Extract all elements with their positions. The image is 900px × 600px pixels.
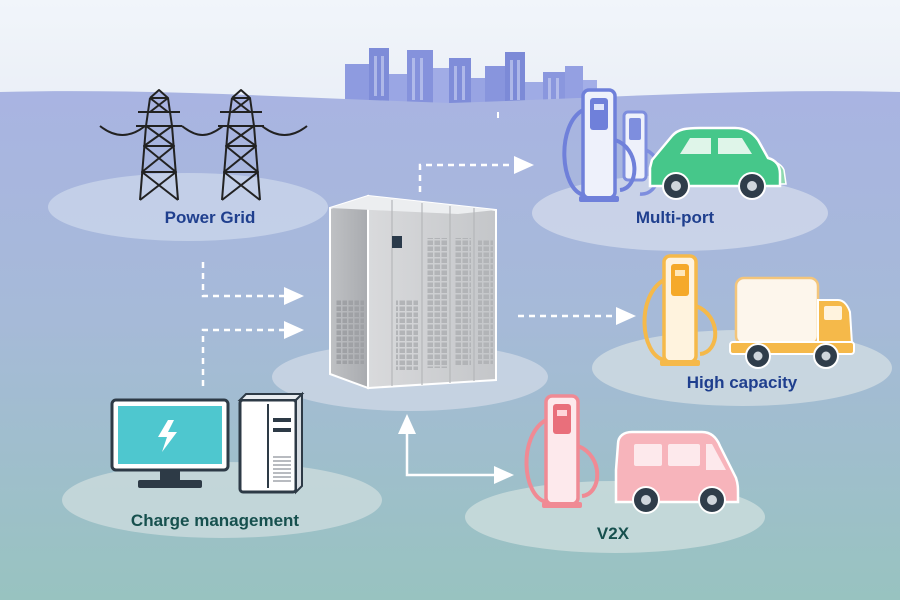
truck-icon (729, 276, 855, 369)
arrow-converter-to-multi-port (418, 163, 518, 192)
skyline-marker (497, 112, 499, 118)
multi-port-charger-with-car-icon (562, 88, 787, 202)
power-converter-cabinet-icon (329, 194, 497, 390)
v2x-charger-with-van-icon (524, 394, 740, 514)
arrow-converter-to-v2x (405, 432, 498, 477)
computer-with-lightning-icon (110, 391, 305, 495)
multi-port-label: Multi-port (635, 208, 715, 227)
arrow-grid-to-converter (201, 262, 288, 298)
charge-management-label: Charge management (130, 511, 300, 530)
van-icon (614, 430, 740, 514)
power-grid-label: Power Grid (164, 208, 256, 227)
car-icon (648, 126, 787, 200)
arrow-heads (284, 156, 636, 484)
high-capacity-label: High capacity (686, 373, 798, 392)
high-capacity-charger-with-truck-icon (642, 254, 855, 369)
arrow-management-to-converter (201, 328, 288, 386)
v2x-label: V2X (596, 524, 630, 543)
flow-arrows (201, 163, 620, 386)
transmission-tower-icon (99, 89, 308, 201)
city-skyline-icon (345, 48, 597, 106)
power-grid-platform (48, 173, 328, 241)
pc-tower-icon (237, 391, 305, 495)
